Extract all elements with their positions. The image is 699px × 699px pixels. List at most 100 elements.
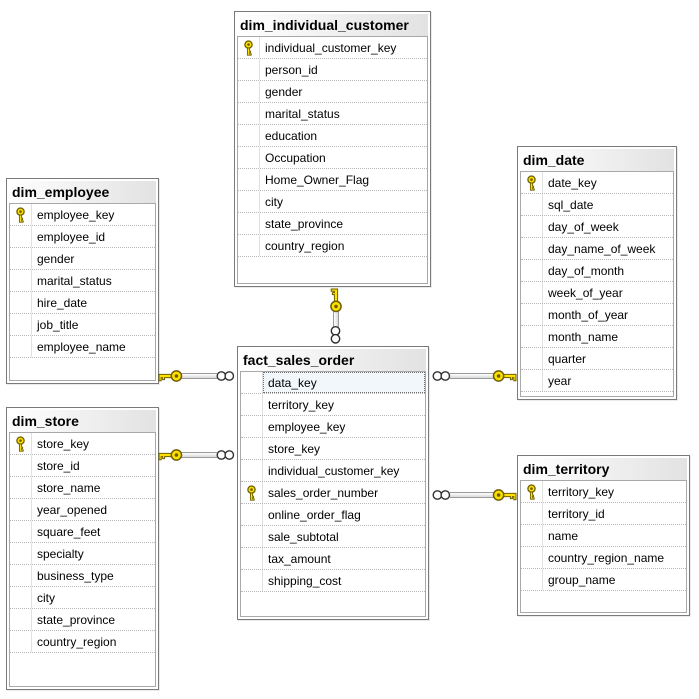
table-fact_sales_order[interactable]: fact_sales_order data_key territory_key …	[237, 346, 429, 620]
row-selection-area: territory_key	[263, 394, 425, 415]
table-title[interactable]: dim_individual_customer	[237, 14, 428, 36]
row-selection-area: gender	[32, 248, 155, 269]
table-row[interactable]: sales_order_number	[241, 482, 425, 504]
table-row[interactable]: territory_key	[521, 481, 686, 503]
column-name: group_name	[548, 572, 616, 587]
table-row[interactable]: city	[238, 191, 427, 213]
column-name: year	[548, 373, 572, 388]
table-row[interactable]: hire_date	[10, 292, 155, 314]
key-one-side-icon	[492, 488, 518, 502]
table-row[interactable]: day_of_week	[521, 216, 673, 238]
row-icon-cell	[241, 460, 263, 481]
table-row[interactable]: online_order_flag	[241, 504, 425, 526]
table-row[interactable]: Occupation	[238, 147, 427, 169]
table-row[interactable]: store_id	[10, 455, 155, 477]
table-row[interactable]: country_region	[238, 235, 427, 257]
table-title[interactable]: fact_sales_order	[240, 349, 426, 371]
table-row[interactable]: name	[521, 525, 686, 547]
table-title[interactable]: dim_store	[9, 410, 156, 432]
relationship-line[interactable]	[181, 452, 217, 458]
table-row[interactable]: quarter	[521, 348, 673, 370]
column-name: employee_id	[37, 229, 106, 244]
column-name: sql_date	[548, 197, 594, 212]
table-row[interactable]: square_feet	[10, 521, 155, 543]
row-icon-cell	[10, 336, 32, 357]
table-row[interactable]: employee_key	[241, 416, 425, 438]
column-name: day_name_of_week	[548, 241, 656, 256]
table-row[interactable]: month_of_year	[521, 304, 673, 326]
table-dim_store[interactable]: dim_store store_key store_id store_name	[6, 407, 159, 690]
table-dim_individual_customer[interactable]: dim_individual_customer individual_custo…	[234, 11, 431, 287]
table-row[interactable]: year	[521, 370, 673, 392]
table-row[interactable]: store_key	[241, 438, 425, 460]
table-row[interactable]: year_opened	[10, 499, 155, 521]
table-row[interactable]: gender	[238, 81, 427, 103]
row-selection-area: day_of_month	[543, 260, 673, 281]
table-dim_territory[interactable]: dim_territory territory_key territory_id…	[517, 455, 690, 616]
column-name: individual_customer_key	[268, 463, 400, 478]
table-row[interactable]: city	[10, 587, 155, 609]
table-title[interactable]: dim_territory	[520, 458, 687, 480]
table-row[interactable]: country_region	[10, 631, 155, 653]
column-name: person_id	[265, 62, 318, 77]
table-dim_date[interactable]: dim_date date_key sql_date day_of_week	[517, 146, 677, 400]
table-row[interactable]: state_province	[10, 609, 155, 631]
table-row[interactable]: employee_name	[10, 336, 155, 358]
table-row[interactable]: marital_status	[10, 270, 155, 292]
row-icon-cell	[10, 314, 32, 335]
table-row[interactable]: state_province	[238, 213, 427, 235]
infinity-many-side-icon	[215, 448, 236, 462]
table-row[interactable]: country_region_name	[521, 547, 686, 569]
table-row[interactable]: tax_amount	[241, 548, 425, 570]
table-row[interactable]: data_key	[241, 372, 425, 394]
table-dim_employee[interactable]: dim_employee employee_key employee_id ge…	[6, 178, 159, 384]
table-title[interactable]: dim_employee	[9, 181, 156, 203]
column-name: country_region	[265, 238, 345, 253]
row-icon-cell	[241, 416, 263, 437]
table-row[interactable]: month_name	[521, 326, 673, 348]
table-row[interactable]: store_name	[10, 477, 155, 499]
relationship-line[interactable]	[181, 373, 217, 379]
table-row[interactable]: sql_date	[521, 194, 673, 216]
table-title[interactable]: dim_date	[520, 149, 674, 171]
relationship-line[interactable]	[450, 373, 494, 379]
table-row[interactable]: day_name_of_week	[521, 238, 673, 260]
table-row[interactable]: education	[238, 125, 427, 147]
table-row[interactable]: group_name	[521, 569, 686, 591]
table-row[interactable]: Home_Owner_Flag	[238, 169, 427, 191]
table-row[interactable]: shipping_cost	[241, 570, 425, 592]
table-row[interactable]: person_id	[238, 59, 427, 81]
table-row[interactable]: day_of_month	[521, 260, 673, 282]
row-icon-cell	[10, 455, 32, 476]
row-selection-area: country_region_name	[543, 547, 686, 568]
column-name: specialty	[37, 546, 84, 561]
row-icon-cell	[521, 260, 543, 281]
row-selection-area: territory_id	[543, 503, 686, 524]
table-row[interactable]: business_type	[10, 565, 155, 587]
row-selection-area: city	[260, 191, 427, 212]
row-selection-area: store_id	[32, 455, 155, 476]
table-row[interactable]: store_key	[10, 433, 155, 455]
table-row[interactable]: gender	[10, 248, 155, 270]
table-row[interactable]: specialty	[10, 543, 155, 565]
row-icon-cell	[241, 394, 263, 415]
table-row[interactable]: job_title	[10, 314, 155, 336]
row-selection-area: employee_key	[263, 416, 425, 437]
table-row[interactable]: employee_id	[10, 226, 155, 248]
relationship-line[interactable]	[450, 492, 494, 498]
table-row[interactable]: employee_key	[10, 204, 155, 226]
table-row[interactable]: territory_id	[521, 503, 686, 525]
table-row[interactable]: individual_customer_key	[241, 460, 425, 482]
table-row[interactable]: marital_status	[238, 103, 427, 125]
column-name: country_region	[37, 634, 117, 649]
row-icon-cell	[238, 191, 260, 212]
table-row[interactable]: individual_customer_key	[238, 37, 427, 59]
column-name: territory_key	[268, 397, 335, 412]
table-row[interactable]: territory_key	[241, 394, 425, 416]
table-row[interactable]: date_key	[521, 172, 673, 194]
table-row[interactable]: week_of_year	[521, 282, 673, 304]
relationship-line[interactable]	[333, 309, 339, 327]
row-selection-area: individual_customer_key	[263, 460, 425, 481]
table-row[interactable]: sale_subtotal	[241, 526, 425, 548]
